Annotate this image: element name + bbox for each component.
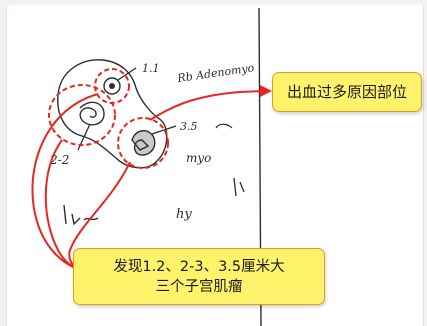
connector-to-bleeding-callout <box>149 90 263 121</box>
fibroid-sketch-small <box>103 77 121 95</box>
connector-right-to-bottom <box>68 161 131 269</box>
handwriting-adenomyosis-note: Rb Adenomyo <box>176 61 256 85</box>
handwriting-size-2-2: 2-2 <box>49 153 69 167</box>
fibroid-findings-line2: 三个子宫肌瘤 <box>155 278 243 295</box>
connector-arrowhead <box>260 85 272 97</box>
highlight-circle-left <box>48 84 116 146</box>
handwriting-hy-note: hy <box>176 207 192 222</box>
connector-small-to-bottom <box>31 93 99 269</box>
fibroid-findings-line1: 发现1.2、2-3、3.5厘米大 <box>113 258 285 275</box>
connector-left-to-bottom <box>44 139 76 269</box>
bleeding-cause-callout: 出血过多原因部位 <box>272 72 422 112</box>
fibroid-sketch-right <box>131 130 156 156</box>
highlight-circle-right <box>117 117 169 169</box>
fibroid-sketch-left <box>79 101 105 126</box>
handwriting-myo-note: myo <box>186 151 211 165</box>
handwriting-size-3-5: 3.5 <box>180 120 198 133</box>
handwriting-size-1-1: 1.1 <box>142 62 160 75</box>
bleeding-cause-text: 出血过多原因部位 <box>286 83 407 101</box>
fibroid-findings-callout: 发现1.2、2-3、3.5厘米大 三个子宫肌瘤 <box>73 248 325 305</box>
